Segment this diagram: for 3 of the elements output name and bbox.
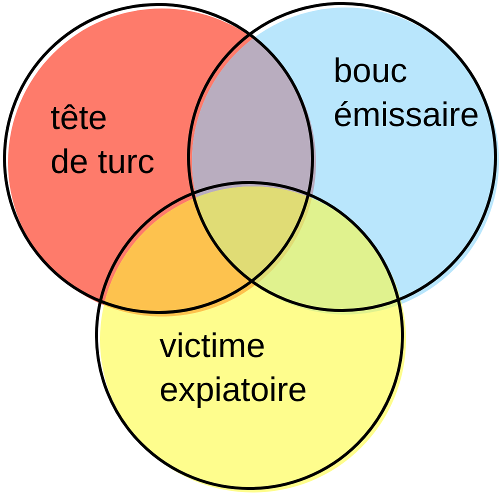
set-label: bouc émissaire [334,50,479,136]
set-label: victime expiatoire [160,326,307,410]
set-label: tête de turc [50,98,154,183]
